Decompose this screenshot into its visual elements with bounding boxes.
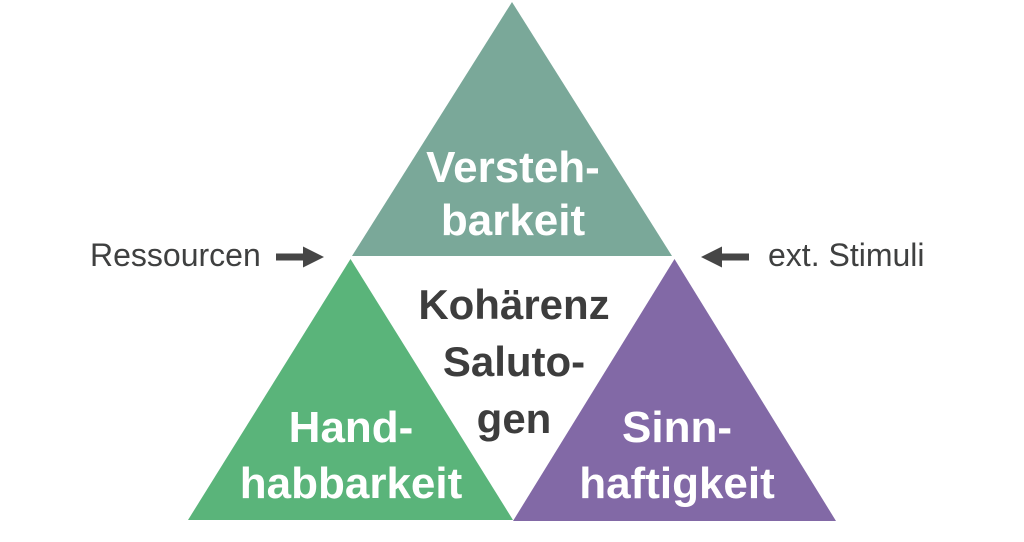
left-triangle-label-line1: Hand-	[288, 403, 414, 452]
left-triangle-label-line2: habbarkeit	[239, 459, 463, 508]
center-label-line3: gen	[476, 395, 552, 442]
ressourcen-label: Ressourcen	[90, 237, 261, 273]
right-triangle-label-line1: Sinn-	[622, 403, 732, 452]
center-coherence-label: Kohärenz Saluto- gen	[418, 276, 609, 447]
right-triangle-label-line2: haftigkeit	[579, 459, 775, 508]
center-label-line1: Kohärenz	[418, 281, 610, 328]
top-triangle-label-line2: barkeit	[440, 196, 586, 245]
right-triangle-label: Sinn- haftigkeit	[579, 400, 775, 512]
top-triangle-label: Versteh- barkeit	[426, 141, 600, 247]
left-arrow-icon	[701, 246, 749, 268]
ext-stimuli-label: ext. Stimuli	[768, 237, 925, 273]
right-arrow-shape	[276, 246, 324, 268]
left-arrow-shape	[701, 246, 749, 268]
right-arrow-icon	[276, 246, 324, 268]
top-triangle-label-line1: Versteh-	[426, 143, 600, 192]
center-label-line2: Saluto-	[442, 338, 586, 385]
left-triangle-label: Hand- habbarkeit	[240, 400, 463, 512]
